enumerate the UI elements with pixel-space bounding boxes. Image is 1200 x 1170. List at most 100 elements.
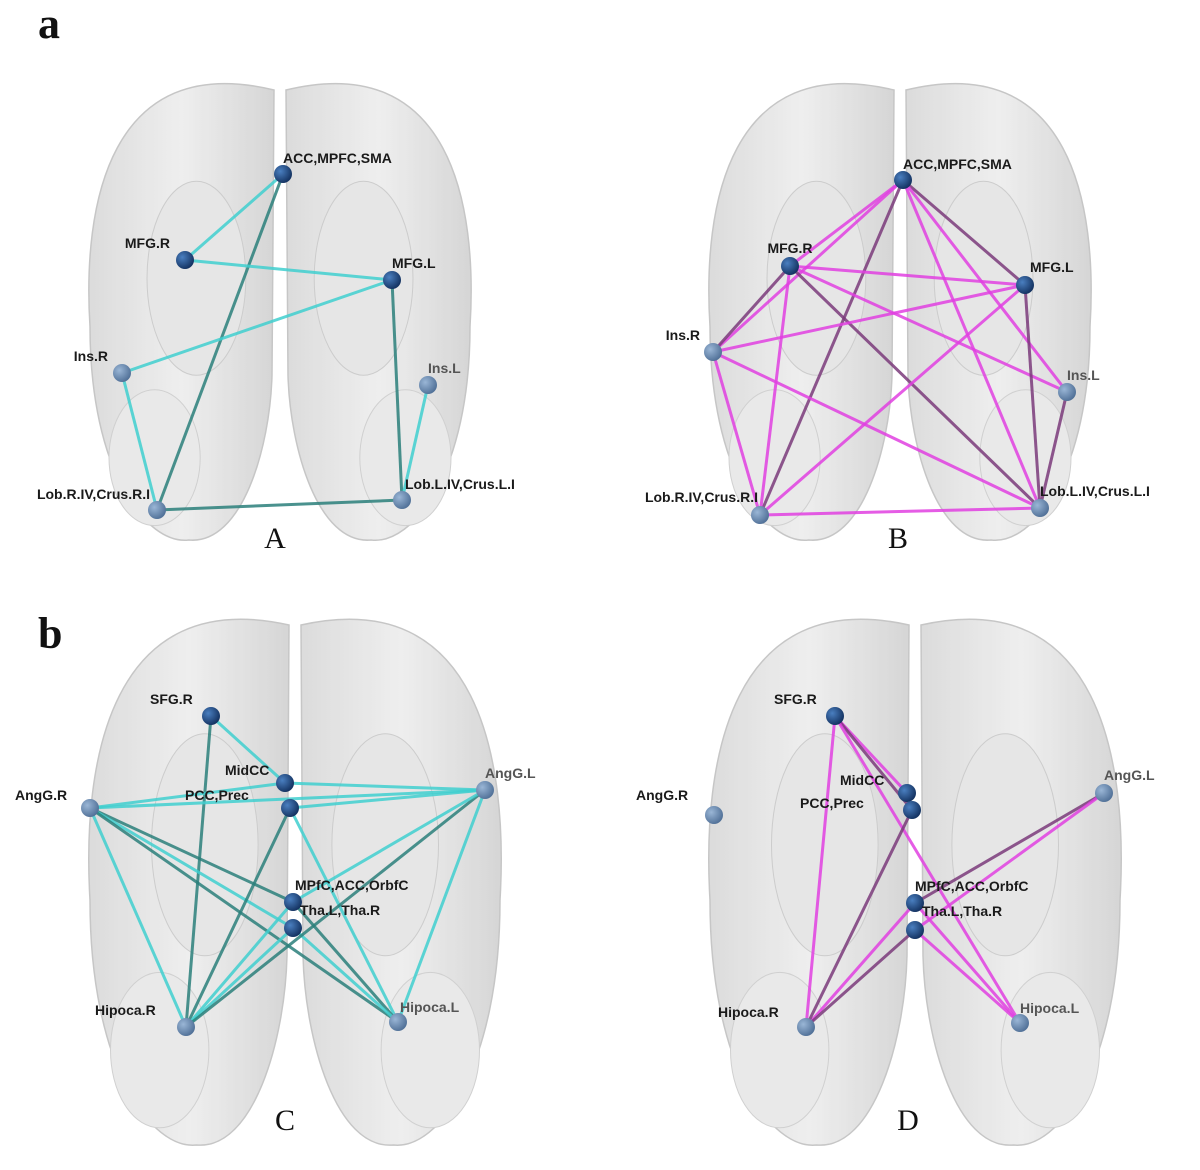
connection-edge-mpfc-hipl bbox=[913, 902, 1022, 1024]
node-label-acc: ACC,MPFC,SMA bbox=[903, 156, 1012, 172]
connection-edge-acc-mfgl bbox=[902, 178, 1026, 287]
connection-edge-mpfc-hipl bbox=[291, 901, 400, 1023]
cerebellum bbox=[110, 971, 210, 1129]
connection-edge-pcc-hipr bbox=[184, 807, 292, 1028]
connection-edge-insr-lobl bbox=[712, 350, 1041, 510]
connection-edge-mfgr-insl bbox=[789, 264, 1068, 394]
node-label-mpfc: MPfC,ACC,OrbfC bbox=[915, 878, 1029, 894]
brain-outline bbox=[708, 618, 1122, 1146]
connection-edge-angr-mpfc bbox=[89, 806, 294, 904]
brain-structure bbox=[771, 733, 879, 957]
panel-caption: A bbox=[264, 522, 286, 555]
node-insr bbox=[113, 364, 131, 382]
node-mfgl bbox=[383, 271, 401, 289]
connection-edge-angr-hipr bbox=[88, 807, 188, 1028]
connection-edge-mfgr-lobr bbox=[758, 265, 792, 516]
node-label-hipl: Hipoca.L bbox=[400, 999, 460, 1015]
connection-edge-pcc-hipl bbox=[288, 807, 400, 1023]
node-sfg bbox=[202, 707, 220, 725]
connection-edge-angr-tha bbox=[89, 806, 294, 930]
connection-edge-mpfc-angl bbox=[292, 788, 486, 904]
node-label-hipr: Hipoca.R bbox=[95, 1002, 156, 1018]
connection-edge-acc-mfgr bbox=[184, 172, 284, 262]
node-insl bbox=[1058, 383, 1076, 401]
connection-edge-mpfc-hipr bbox=[804, 902, 917, 1028]
node-lobr bbox=[148, 501, 166, 519]
connection-edge-lobr-lobl bbox=[156, 498, 403, 512]
panel-caption: B bbox=[888, 522, 908, 555]
connection-edge-mpfc-hipr bbox=[184, 901, 295, 1028]
brain-structure bbox=[331, 733, 440, 957]
connection-edge-pcc-angl bbox=[289, 788, 486, 810]
brain-structure bbox=[951, 733, 1060, 957]
connection-edge-mfgr-mfgl bbox=[184, 258, 393, 282]
node-label-lobl: Lob.L.IV,Crus.L.I bbox=[405, 476, 515, 492]
node-pcc bbox=[281, 799, 299, 817]
node-label-angl: AngG.L bbox=[485, 765, 536, 781]
node-label-hipr: Hipoca.R bbox=[718, 1004, 779, 1020]
connection-edge-insl-lobl bbox=[1038, 391, 1069, 509]
node-label-mfgl: MFG.L bbox=[1030, 259, 1074, 275]
connection-edge-angr-angl bbox=[89, 788, 486, 810]
panel-letter-b: b bbox=[38, 609, 62, 658]
node-label-hipl: Hipoca.L bbox=[1020, 1000, 1080, 1016]
node-mfgr bbox=[781, 257, 799, 275]
panel-caption: C bbox=[275, 1104, 295, 1137]
node-label-midcc: MidCC bbox=[840, 772, 884, 788]
connection-edge-mfgl-lobl bbox=[390, 279, 404, 501]
connection-edge-midcc-angl bbox=[284, 781, 486, 792]
node-label-pcc: PCC,Prec bbox=[185, 787, 249, 803]
connection-edge-mfgr-lobl bbox=[788, 264, 1042, 510]
node-sfg bbox=[826, 707, 844, 725]
node-label-acc: ACC,MPFC,SMA bbox=[283, 150, 392, 166]
cerebellum bbox=[108, 389, 201, 527]
node-insl bbox=[419, 376, 437, 394]
node-hipl bbox=[1011, 1014, 1029, 1032]
node-midcc bbox=[276, 774, 294, 792]
connection-edge-angl-hipl bbox=[396, 789, 487, 1023]
node-angr bbox=[81, 799, 99, 817]
node-mpfc bbox=[906, 894, 924, 912]
node-angl bbox=[1095, 784, 1113, 802]
node-lobl bbox=[393, 491, 411, 509]
node-hipr bbox=[177, 1018, 195, 1036]
cerebellum bbox=[359, 389, 452, 527]
node-lobl bbox=[1031, 499, 1049, 517]
node-label-lobr: Lob.R.IV,Crus.R.I bbox=[37, 486, 150, 502]
connection-edge-tha-hipl bbox=[291, 926, 400, 1024]
node-acc bbox=[894, 171, 912, 189]
node-label-insr: Ins.R bbox=[74, 348, 108, 364]
connection-edge-sfg-midcc bbox=[209, 714, 287, 785]
connection-edge-sfg-hipr bbox=[804, 715, 837, 1028]
node-label-sfg: SFG.R bbox=[150, 691, 193, 707]
connection-edge-mfgr-mfgl bbox=[789, 264, 1026, 287]
connection-edge-acc-lobr bbox=[155, 173, 285, 511]
node-label-sfg: SFG.R bbox=[774, 691, 817, 707]
node-label-lobl: Lob.L.IV,Crus.L.I bbox=[1040, 483, 1150, 499]
node-label-mfgr: MFG.R bbox=[125, 235, 170, 251]
connection-edge-mfgl-lobr bbox=[759, 283, 1026, 517]
node-acc bbox=[274, 165, 292, 183]
node-lobr bbox=[751, 506, 769, 524]
connection-edge-sfg-hipl bbox=[833, 715, 1022, 1024]
connection-edge-tha-angl bbox=[914, 791, 1105, 932]
connection-edge-tha-hipl bbox=[914, 928, 1021, 1025]
node-label-angr: AngG.R bbox=[15, 787, 67, 803]
node-label-mpfc: MPfC,ACC,OrbfC bbox=[295, 877, 409, 893]
node-hipr bbox=[797, 1018, 815, 1036]
connection-edge-lobr-lobl bbox=[759, 506, 1041, 517]
cerebellum bbox=[979, 389, 1072, 527]
connection-edge-mfgr-insr bbox=[711, 264, 792, 354]
node-midcc bbox=[898, 784, 916, 802]
node-label-insr: Ins.R bbox=[666, 327, 700, 343]
node-label-pcc: PCC,Prec bbox=[800, 795, 864, 811]
panel-d: SFG.RMidCCPCC,PrecMPfC,ACC,OrbfCTha.L,Th… bbox=[636, 618, 1155, 1146]
cerebellum bbox=[730, 971, 830, 1129]
connection-edge-insr-lobr bbox=[711, 351, 762, 516]
connection-edge-mfgl-lobl bbox=[1023, 284, 1042, 509]
node-label-mfgr: MFG.R bbox=[767, 240, 812, 256]
panel-caption: D bbox=[897, 1104, 919, 1137]
connection-edge-mfgl-insr bbox=[712, 283, 1026, 354]
panel-a: ACC,MPFC,SMAMFG.RMFG.LIns.RIns.LLob.R.IV… bbox=[37, 83, 515, 555]
